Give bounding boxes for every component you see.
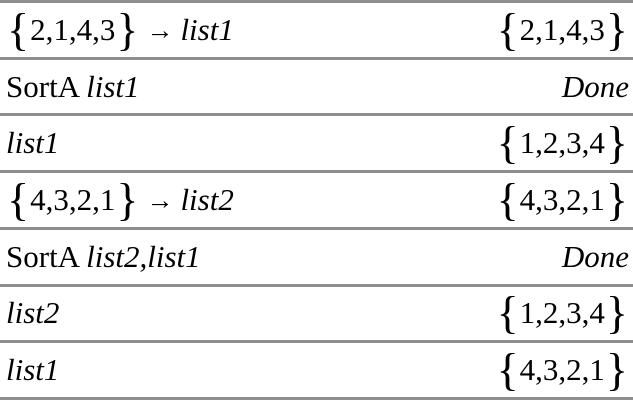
history-row[interactable]: SortA list1 Done bbox=[0, 59, 633, 117]
list-brace: } bbox=[605, 287, 628, 339]
expression-result: {1,2,3,4} bbox=[496, 290, 629, 336]
list-brace: { bbox=[7, 3, 30, 55]
variable-name: list2 bbox=[6, 295, 60, 331]
list-brace: { bbox=[496, 117, 519, 169]
history-row[interactable]: list1 {1,2,3,4} bbox=[0, 116, 633, 174]
expression-input[interactable]: list1 bbox=[6, 352, 59, 388]
store-arrow-icon: → bbox=[146, 185, 174, 216]
list-brace: { bbox=[496, 3, 519, 55]
literal-text: 2,1,4,3 bbox=[30, 11, 116, 47]
literal-text: 2,1,4,3 bbox=[519, 11, 605, 47]
expression-input[interactable]: list1 bbox=[6, 125, 59, 161]
literal-text: 4,3,2,1 bbox=[519, 182, 605, 218]
variable-name: list1 bbox=[180, 11, 234, 47]
expression-result: Done bbox=[562, 239, 629, 275]
expression-input[interactable]: list2 bbox=[6, 295, 59, 331]
literal-text: 4,3,2,1 bbox=[519, 352, 605, 388]
variable-name: list1 bbox=[86, 68, 140, 104]
expression-result: {4,3,2,1} bbox=[496, 177, 629, 223]
list-brace: { bbox=[7, 174, 30, 226]
expression-result: {1,2,3,4} bbox=[496, 120, 629, 166]
variable-name: list1 bbox=[6, 352, 60, 388]
expression-input[interactable]: {2,1,4,3}→list1 bbox=[6, 6, 234, 52]
list-brace: { bbox=[496, 287, 519, 339]
literal-text: SortA bbox=[6, 238, 87, 274]
history-row[interactable]: list2 {1,2,3,4} bbox=[0, 286, 633, 344]
expression-result: {4,3,2,1} bbox=[496, 347, 629, 393]
variable-name: list2,list1 bbox=[86, 238, 201, 274]
history-row[interactable]: {4,3,2,1}→list2 {4,3,2,1} bbox=[0, 173, 633, 230]
expression-result: {2,1,4,3} bbox=[496, 6, 629, 52]
list-brace: { bbox=[496, 344, 519, 396]
expression-result: Done bbox=[562, 69, 629, 105]
list-brace: { bbox=[496, 174, 519, 226]
literal-text: 1,2,3,4 bbox=[519, 125, 605, 161]
list-brace: } bbox=[116, 174, 139, 226]
expression-input[interactable]: SortA list2,list1 bbox=[6, 239, 201, 275]
expression-input[interactable]: SortA list1 bbox=[6, 69, 140, 105]
history-row[interactable]: SortA list2,list1 Done bbox=[0, 229, 633, 287]
list-brace: } bbox=[605, 117, 628, 169]
history-row[interactable]: list1 {4,3,2,1} bbox=[0, 343, 633, 398]
list-brace: } bbox=[605, 3, 628, 55]
history-row[interactable]: {2,1,4,3}→list1 {2,1,4,3} bbox=[0, 3, 633, 60]
variable-name: list1 bbox=[6, 125, 60, 161]
list-brace: } bbox=[116, 3, 139, 55]
store-arrow-icon: → bbox=[146, 14, 174, 45]
variable-name: Done bbox=[561, 68, 629, 104]
list-brace: } bbox=[605, 344, 628, 396]
literal-text: SortA bbox=[6, 68, 87, 104]
list-brace: } bbox=[605, 174, 628, 226]
variable-name: Done bbox=[561, 238, 629, 274]
variable-name: list2 bbox=[180, 182, 234, 218]
literal-text: 1,2,3,4 bbox=[519, 295, 605, 331]
literal-text: 4,3,2,1 bbox=[30, 182, 116, 218]
expression-input[interactable]: {4,3,2,1}→list2 bbox=[6, 177, 234, 223]
